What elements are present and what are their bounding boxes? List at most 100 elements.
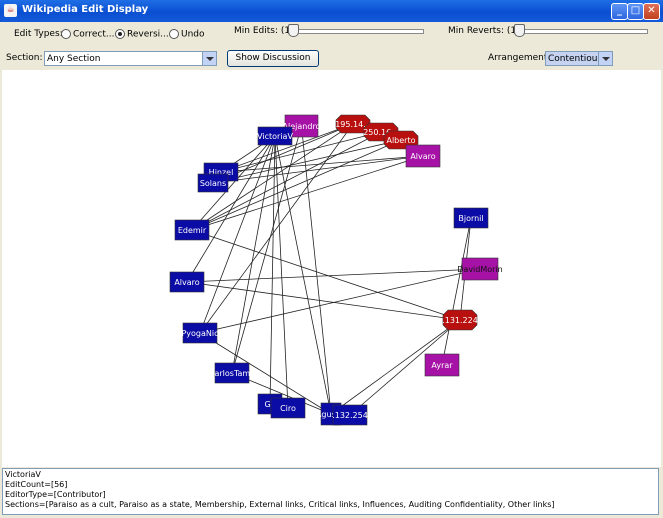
graph-edge	[441, 217, 472, 366]
graph-node-label: VictoriaV	[257, 132, 293, 141]
arrangement-label: Arrangement:	[488, 53, 551, 63]
graph-node-label: .132.254	[332, 411, 368, 420]
graph-node-shape[interactable]	[453, 207, 489, 229]
arrangement-dropdown-value: Contentious	[548, 54, 603, 64]
section-label: Section:	[6, 53, 43, 63]
graph-node-shape[interactable]	[424, 353, 460, 377]
graph-edge	[231, 135, 276, 374]
graph-node-shape[interactable]	[332, 404, 368, 426]
min-reverts-label: Min Reverts: (1)	[448, 26, 520, 36]
arrangement-dropdown[interactable]: Contentious	[545, 51, 613, 66]
graph-node-label: 250.16...	[363, 128, 399, 137]
graph-edge	[199, 268, 481, 334]
graph-node-shape[interactable]	[182, 322, 218, 344]
graph-node-shape[interactable]	[284, 114, 319, 138]
graph-node-label: .131.224	[442, 316, 478, 325]
graph-node-label: Bjornil	[458, 214, 483, 223]
graph-edge	[220, 155, 424, 173]
graph-node-highlight[interactable]: Alejandro	[283, 114, 321, 138]
graph-node-contributor[interactable]: PyogaNic	[181, 322, 219, 344]
graph-node-shape[interactable]	[270, 397, 306, 419]
graph-node-shape[interactable]	[197, 173, 229, 193]
radio-correct-indicator[interactable]	[61, 29, 71, 39]
graph-edge	[349, 319, 461, 416]
graph-node-shape[interactable]	[169, 271, 205, 293]
graph-node-contributor[interactable]: CarlosTama	[209, 362, 255, 384]
graph-edge	[274, 135, 332, 415]
graph-edge	[220, 123, 354, 173]
graph-edge	[191, 229, 461, 321]
graph-edge	[212, 155, 424, 184]
editor-edit-count: EditCount=[56]	[5, 480, 68, 489]
graph-edge	[212, 139, 402, 184]
graph-node-label: Agustin	[316, 410, 346, 419]
title-bar: ☕ Wikipedia Edit Display _ □ ✕	[0, 0, 663, 22]
graph-edge	[191, 139, 402, 231]
window-title: Wikipedia Edit Display	[22, 4, 149, 15]
graph-node-shape[interactable]	[405, 144, 441, 168]
editor-name: VictoriaV	[5, 470, 41, 479]
edit-types-label: Edit Types:	[14, 29, 63, 39]
graph-edge	[186, 268, 481, 283]
graph-node-contributor[interactable]: VictoriaV	[257, 126, 293, 146]
radio-correct[interactable]: Correct...	[61, 29, 114, 40]
show-discussion-button[interactable]: Show Discussion	[227, 50, 319, 67]
graph-node-label: Ge	[264, 400, 275, 409]
section-dropdown-value: Any Section	[47, 54, 101, 64]
min-reverts-slider[interactable]	[514, 29, 648, 34]
section-dropdown[interactable]: Any Section	[44, 51, 217, 66]
radio-undo-indicator[interactable]	[169, 29, 179, 39]
radio-reversion[interactable]: Reversi...	[115, 29, 169, 40]
minimize-button[interactable]: _	[611, 3, 628, 20]
min-edits-label: Min Edits: (1)	[234, 26, 294, 36]
graph-node-contributor[interactable]: Ciro	[270, 397, 306, 419]
graph-node-highlight[interactable]: Ayrar	[424, 353, 460, 377]
chevron-down-icon[interactable]	[598, 52, 612, 65]
graph-edge	[191, 155, 424, 231]
graph-node-shape[interactable]	[442, 309, 478, 331]
graph-node-label: Alejandro	[283, 122, 321, 131]
graph-node-label: CarlosTama	[209, 369, 255, 378]
graph-node-shape[interactable]	[461, 257, 499, 281]
graph-edge	[220, 131, 382, 173]
maximize-button[interactable]: □	[627, 3, 644, 20]
graph-node-label: Alvaro	[174, 278, 199, 287]
graph-node-highlight[interactable]: DavidMorin	[457, 257, 503, 281]
java-icon: ☕	[4, 4, 17, 17]
graph-edge	[301, 125, 332, 415]
graph-node-highlight[interactable]: Alvaro	[405, 144, 441, 168]
radio-reversion-label: Reversi...	[127, 29, 169, 40]
graph-node-shape[interactable]	[174, 219, 210, 241]
graph-node-shape[interactable]	[214, 362, 250, 384]
graph-edge	[186, 135, 276, 283]
radio-reversion-indicator[interactable]	[115, 29, 125, 39]
graph-node-label: Edemir	[178, 226, 207, 235]
graph-node-label: 195.14...	[335, 120, 371, 129]
graph-node-label: PyogaNic	[181, 329, 218, 338]
graph-node-contributor[interactable]: .132.254	[332, 404, 368, 426]
graph-node-shape[interactable]	[257, 126, 293, 146]
graph-node-contributor[interactable]: Alvaro	[169, 271, 205, 293]
graph-node-label: Alvaro	[410, 152, 435, 161]
graph-node-label: DavidMorin	[457, 265, 502, 274]
radio-undo[interactable]: Undo	[169, 29, 205, 40]
graph-node-anonymous[interactable]: .131.224	[442, 309, 478, 331]
chevron-down-icon[interactable]	[202, 52, 216, 65]
graph-edge	[330, 319, 461, 415]
graph-node-contributor[interactable]: Solans	[197, 173, 229, 193]
graph-edge	[231, 125, 302, 374]
graph-node-label: Ciro	[280, 404, 296, 413]
graph-node-contributor[interactable]: Edemir	[174, 219, 210, 241]
radio-undo-label: Undo	[181, 29, 205, 40]
min-edits-slider[interactable]	[288, 29, 424, 34]
min-edits-slider-thumb[interactable]	[288, 24, 299, 37]
graph-node-contributor[interactable]: Bjornil	[453, 207, 489, 229]
min-reverts-slider-thumb[interactable]	[514, 24, 525, 37]
close-button[interactable]: ✕	[643, 3, 660, 20]
graph-edge	[191, 123, 354, 231]
graph-node-label: Alberto	[386, 136, 415, 145]
graph-node-label: Ayrar	[431, 361, 453, 370]
